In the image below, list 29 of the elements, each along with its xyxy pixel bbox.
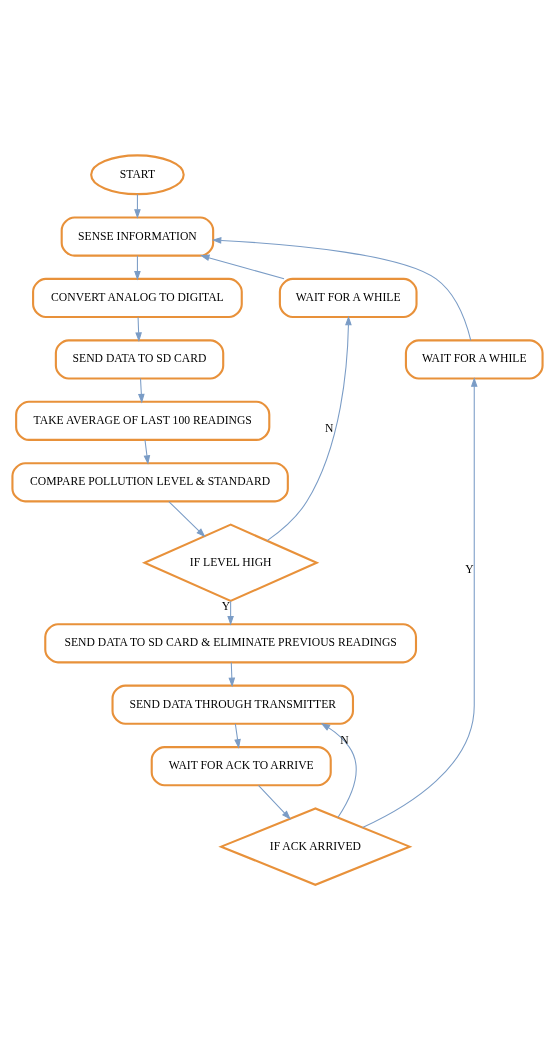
arrow [134,193,141,219]
arrow [320,723,357,818]
arrow [138,378,145,404]
node-box: WAIT FOR ACK TO ARRIVE [150,746,332,787]
arrow [266,315,352,542]
arrow [257,784,291,820]
node-box: CONVERT ANALOG TO DIGITAL [32,277,243,319]
edge-label: N [340,733,349,747]
arrow [143,439,151,465]
node-box: SENSE INFORMATION [60,216,215,257]
edge-label: Y [465,562,474,576]
edge-label: N [324,422,334,436]
arrow [135,316,142,342]
node-ellipse: START [90,154,185,196]
node-box: SEND DATA THROUGH TRANSMITTER [111,684,355,725]
node-box: WAIT FOR A WHILE [278,277,418,319]
arrow [234,723,241,749]
node-box: SEND DATA TO SD CARD & ELIMINATE PREVIOUS READINGS [44,623,418,664]
arrow [228,661,236,688]
node-box: SEND DATA TO SD CARD [54,339,225,380]
node-box: WAIT FOR A WHILE [404,339,544,380]
arrow [362,377,478,829]
arrow [168,501,206,538]
node-box: TAKE AVERAGE OF LAST 100 READINGS [15,400,271,441]
arrow [211,237,472,341]
arrow [227,600,234,626]
node-box: COMPARE POLLUTION LEVEL & STANDARD [11,462,289,503]
arrow [200,254,285,280]
node-diamond: IF LEVEL HIGH [141,523,320,603]
